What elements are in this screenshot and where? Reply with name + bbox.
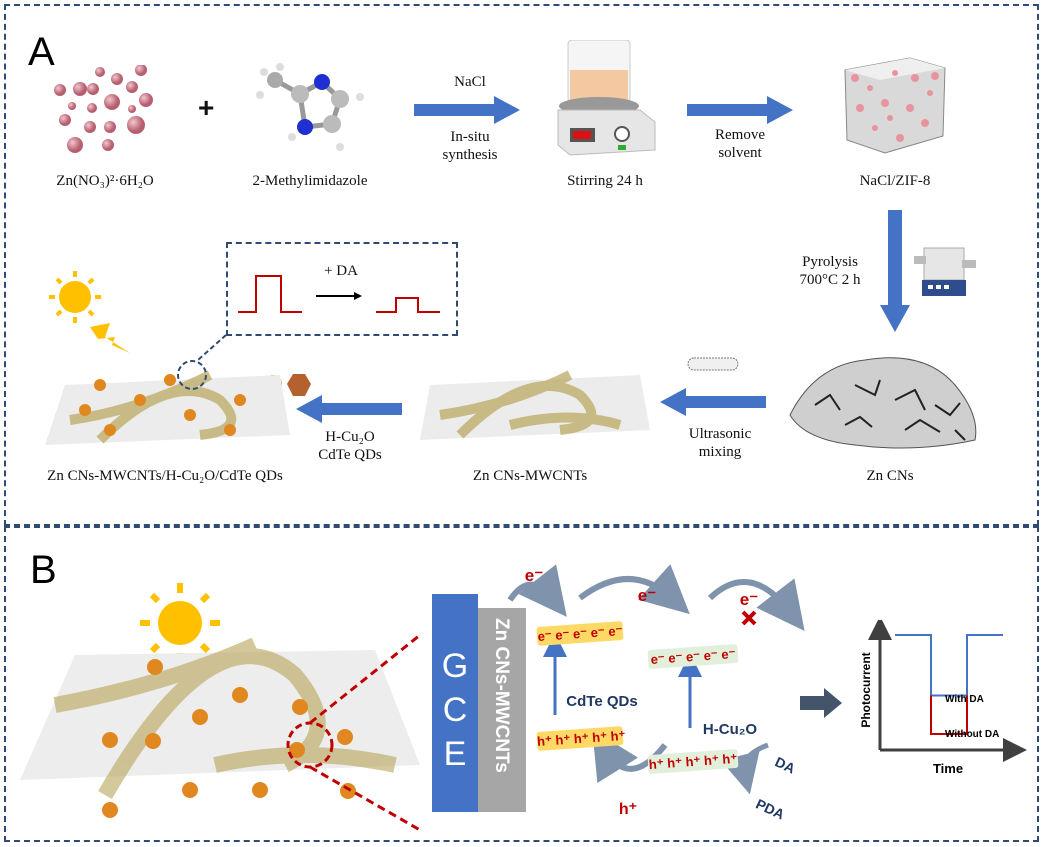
step5-line2: CdTe QDs <box>318 447 382 463</box>
gce-letter-g: G <box>441 647 469 685</box>
step1-line1: In-situ <box>450 129 490 145</box>
gce-electrode <box>432 594 478 812</box>
mwcnt-tube-icon <box>687 357 739 371</box>
zncns-mwcnts-layer <box>478 608 526 812</box>
e-blocked: e⁻ <box>739 590 759 609</box>
cdte-label: CdTe QDs <box>566 693 638 710</box>
step4-line2: mixing <box>698 444 742 460</box>
result-arrow-icon <box>800 688 842 718</box>
right-arrow-icon <box>687 96 793 124</box>
final-composite-icon <box>45 370 290 445</box>
tube-furnace-icon <box>914 247 976 296</box>
zif-label: NaCl/ZIF-8 <box>859 173 931 189</box>
zinc-nitrate-particles-icon <box>54 65 153 153</box>
step3-line1: Pyrolysis <box>802 254 858 270</box>
zncns-mwcnts-label: Zn CNs-MWCNTs <box>472 468 588 484</box>
reactant2-label: 2-Methylimidazole <box>252 173 368 189</box>
series-line-1 <box>930 695 968 735</box>
step2-line1: Remove <box>715 127 765 143</box>
stirring-label: Stirring 24 h <box>567 173 643 189</box>
carbon-nanosheets-icon <box>789 357 977 449</box>
zncns-label: Zn CNs <box>866 468 914 484</box>
signal-inset <box>226 242 458 336</box>
x-axis-label: Time <box>933 761 963 776</box>
zoom-connector <box>177 334 227 390</box>
mwcnt-network-icon <box>420 370 650 440</box>
cu2o-label: H-Cu₂O <box>702 721 758 738</box>
layer-label: Zn CNs-MWCNTs <box>491 618 512 773</box>
y-axis-label: Photocurrent <box>859 652 873 727</box>
series-line-0 <box>895 634 1003 697</box>
composite-electrode-illustration <box>20 583 421 832</box>
step5-line1: H-Cu₂O <box>325 429 375 445</box>
inset-label: + DA <box>324 263 358 279</box>
down-arrow-icon <box>880 210 910 332</box>
e-transfer-2: e⁻ <box>637 586 657 605</box>
panel-b-label: B <box>30 548 57 592</box>
plus-sign: + <box>198 92 215 123</box>
step1-line2: synthesis <box>442 147 498 163</box>
gce-letter-e: E <box>443 735 467 773</box>
charge-transfer-arrows <box>507 564 805 795</box>
step3-line2: 700°C 2 h <box>799 272 861 288</box>
gce-letter-c: C <box>442 691 468 729</box>
zif-cube-icon <box>844 57 946 154</box>
sun-icon <box>49 271 130 353</box>
legend-with-da: With DA <box>945 694 984 705</box>
gce-label: G C E <box>432 644 478 776</box>
step1-reagent: NaCl <box>454 74 486 90</box>
panel-a <box>4 4 1039 526</box>
panel-a-label: A <box>28 30 55 74</box>
left-arrow-icon <box>660 388 766 416</box>
photocurrent-chart: Photocurrent Time With DA Without DA <box>859 620 1027 776</box>
h-transfer: h⁺ <box>618 801 638 818</box>
final-label: Zn CNs-MWCNTs/H-Cu₂O/CdTe QDs <box>47 468 283 484</box>
left-arrow-icon <box>296 395 402 423</box>
e-transfer-1: e⁻ <box>524 566 544 585</box>
step2-line2: solvent <box>718 145 762 161</box>
magnetic-stirrer-icon <box>557 40 656 156</box>
panel-b <box>4 526 1039 842</box>
reactant1-label: Zn(NO₃)²·6H₂O <box>56 173 154 189</box>
methylimidazole-molecule-icon <box>256 63 364 151</box>
right-arrow-icon <box>414 96 520 124</box>
signal-pulses <box>238 275 440 313</box>
legend-without-da: Without DA <box>945 729 999 740</box>
step4-line1: Ultrasonic <box>688 426 752 442</box>
